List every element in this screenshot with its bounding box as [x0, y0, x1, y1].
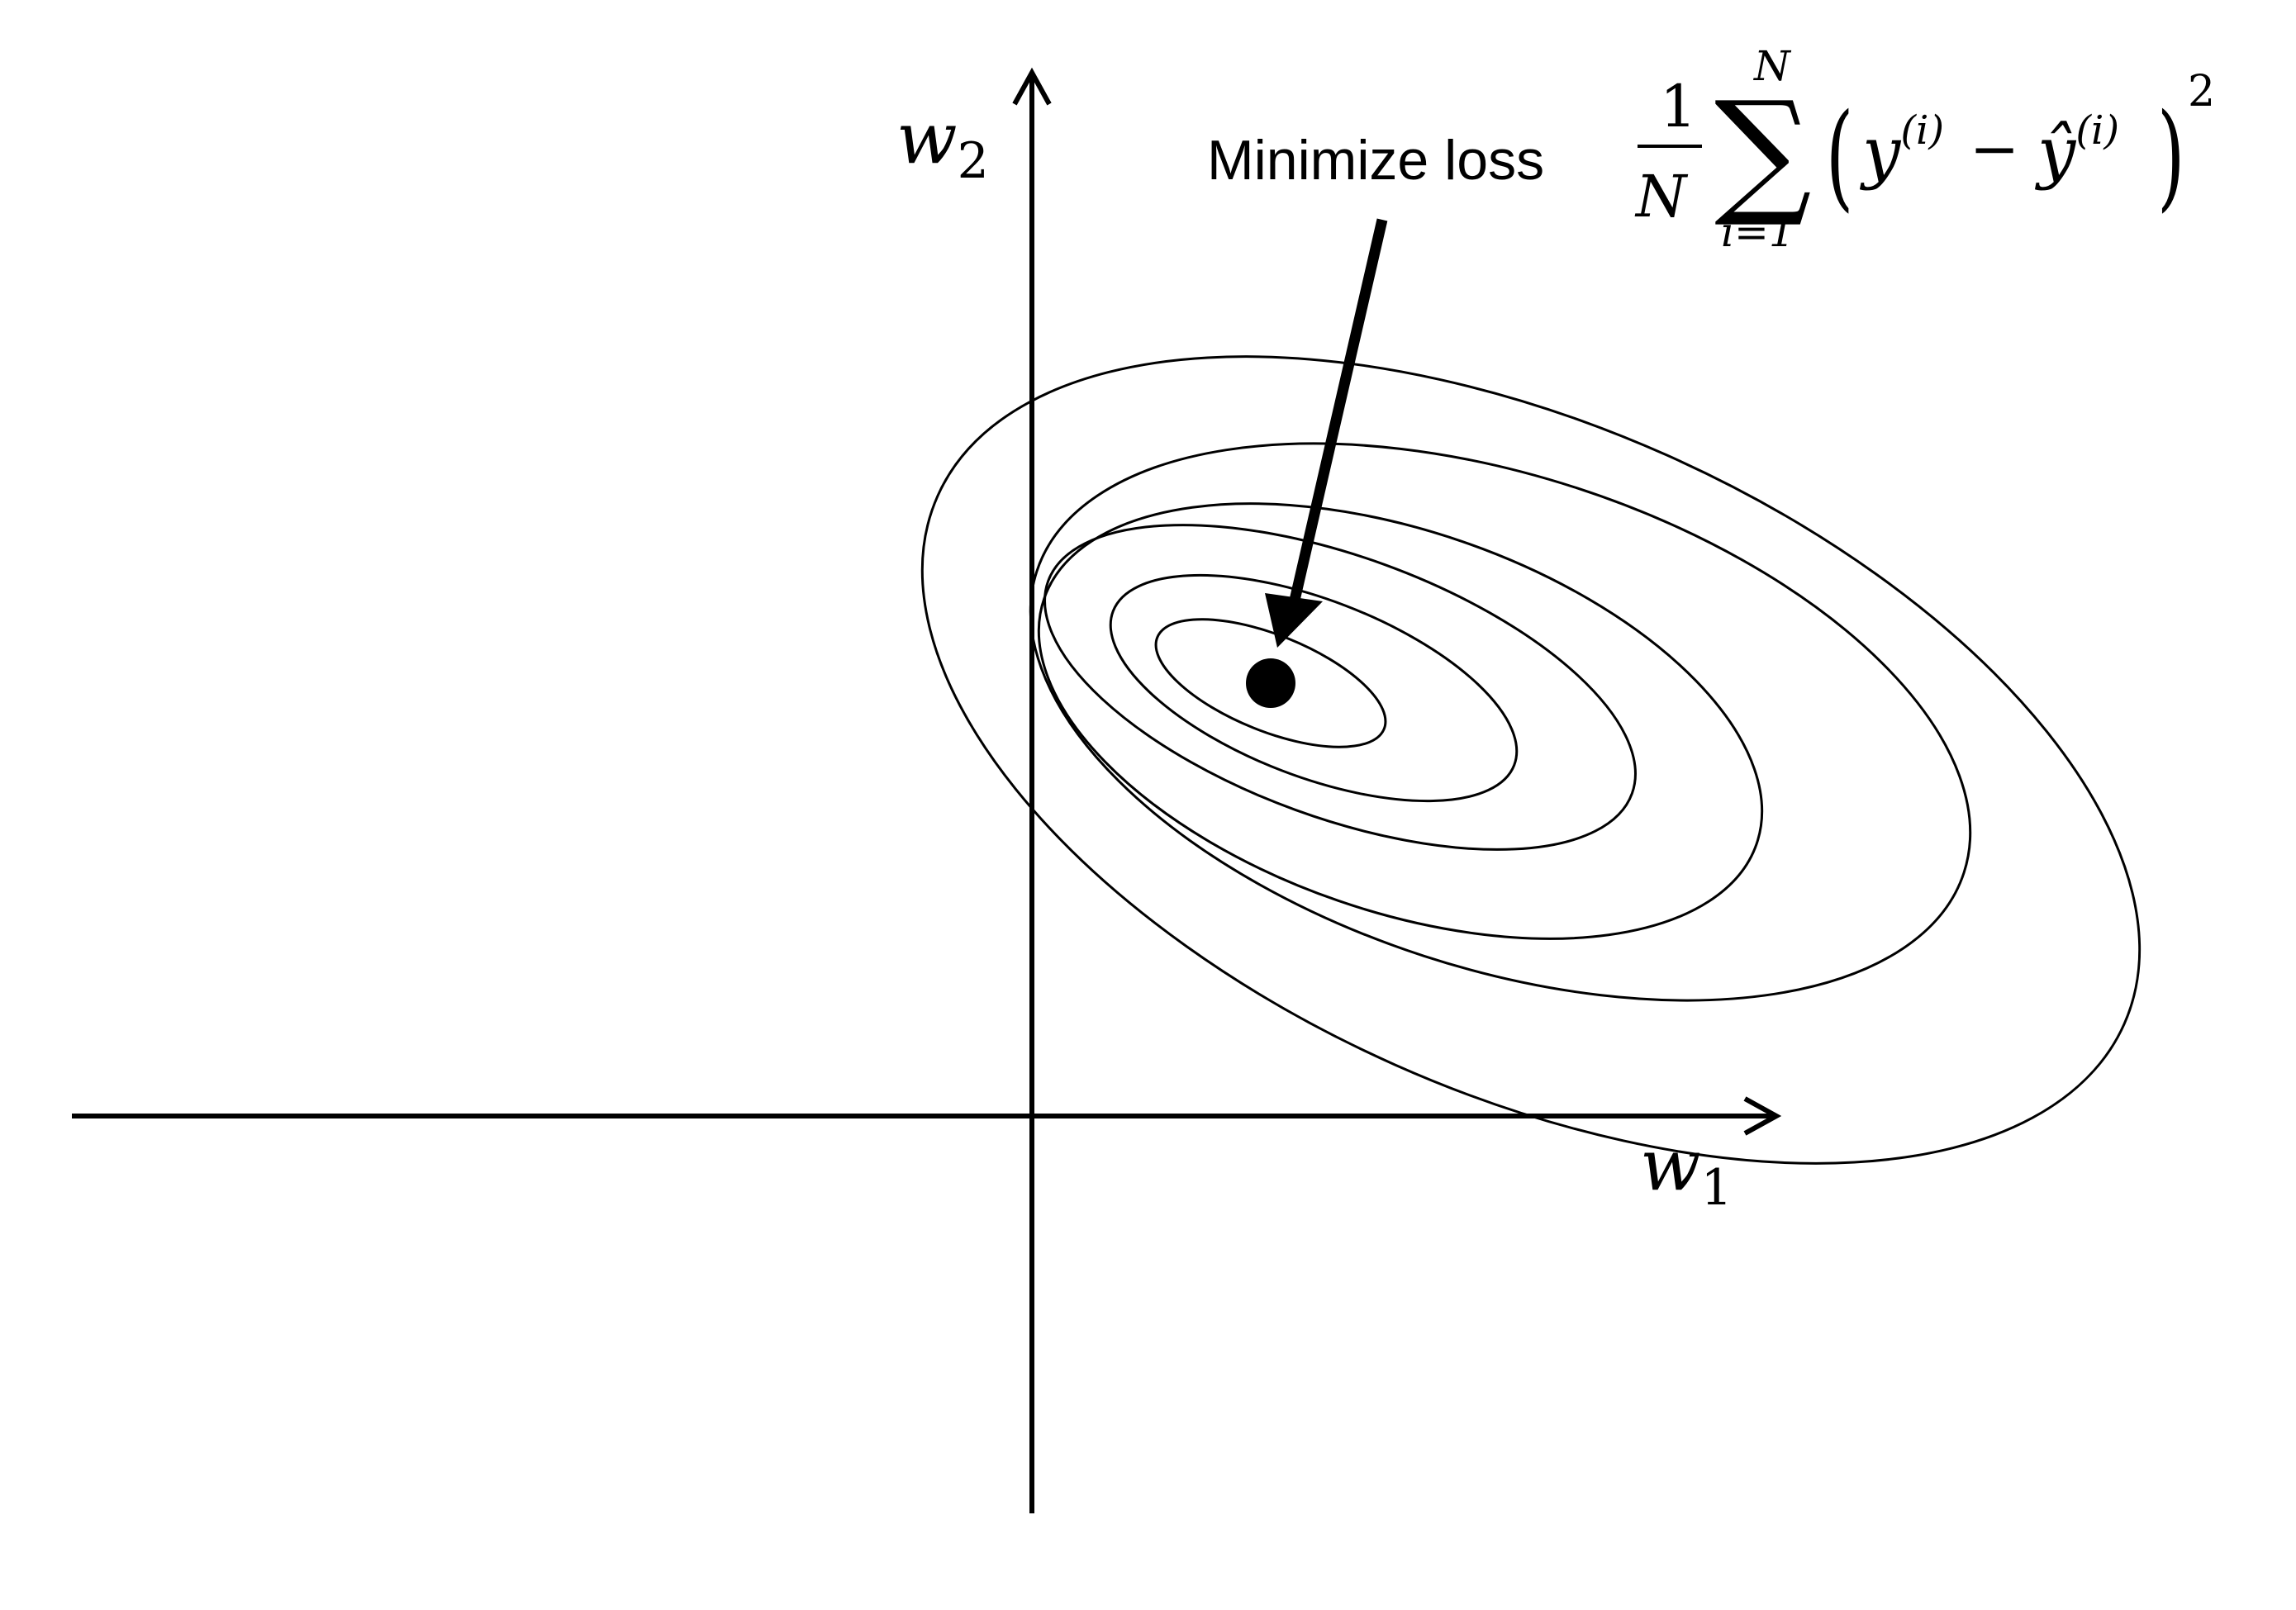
annotation-text: Minimize loss	[1207, 129, 1544, 192]
term-y: y(i)	[1859, 107, 1944, 192]
close-paren: )	[2157, 89, 2185, 223]
x-axis-label: w1	[1640, 1124, 1733, 1217]
contour-level-4	[1037, 502, 1764, 940]
fraction-denominator: N	[1634, 163, 1689, 230]
contour-level-3	[1043, 524, 1637, 851]
y-axis-label: w2	[896, 97, 989, 190]
exponent: 2	[2188, 67, 2215, 116]
contour-level-6	[920, 355, 2142, 1165]
contour-level-1	[1154, 618, 1387, 748]
x-axis-arrowhead	[1743, 1096, 1782, 1136]
loss-formula: 1 N N ∑ i=1 ( y(i) − ŷ(i) ) 2	[1634, 42, 2215, 256]
y-axis-arrowhead	[1012, 67, 1052, 106]
fraction-numerator: 1	[1660, 73, 1697, 140]
contour-level-2	[1109, 573, 1519, 803]
open-paren: (	[1826, 89, 1854, 223]
sum-lower-limit: i=1	[1721, 208, 1795, 256]
axes	[72, 67, 1782, 1513]
annotation-arrow	[1265, 218, 1388, 648]
sum-upper-limit: N	[1753, 42, 1792, 90]
minimum-point	[1246, 658, 1295, 708]
contour-level-5	[1029, 442, 1972, 1002]
minus-sign: −	[1970, 114, 2019, 183]
annotation-arrowhead	[1265, 593, 1323, 648]
term-y-hat: ŷ(i)	[2034, 107, 2119, 192]
loss-contours	[920, 355, 2142, 1165]
sum-symbol: ∑	[1714, 72, 1812, 230]
